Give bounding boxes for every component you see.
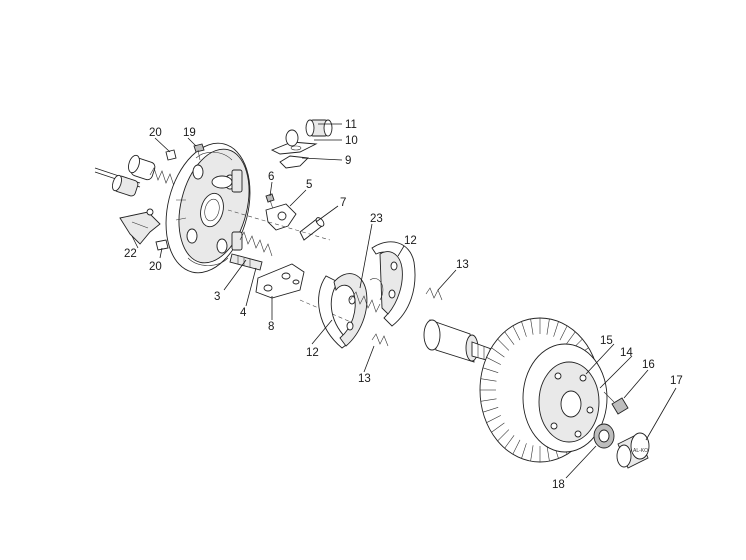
callout-7: 7 (340, 197, 346, 209)
lug-bolt-16 (603, 391, 629, 415)
drum-fin (491, 422, 505, 433)
brake-drum (479, 317, 608, 463)
callout-23: 23 (370, 213, 383, 225)
svg-text:AL-KO: AL-KO (633, 448, 648, 454)
spindle (423, 319, 495, 363)
hold-down-spring-upper (425, 287, 443, 301)
callout-14: 14 (620, 347, 633, 359)
dust-cap-17: AL-KO (616, 432, 650, 469)
callout-12-lower: 12 (306, 347, 319, 359)
cable-bushing (128, 154, 179, 187)
hold-down-spring-lower (371, 333, 389, 347)
drum-fin (497, 338, 510, 351)
drum-fin (521, 321, 527, 337)
assembly-axis-line-2 (299, 299, 361, 327)
callout-19: 19 (183, 127, 196, 139)
callout-12-upper: 12 (404, 235, 417, 247)
drum-fin (512, 325, 521, 341)
backing-plate (165, 142, 251, 274)
drum-fin (559, 325, 568, 341)
drum-fin (553, 321, 559, 337)
callout-20-upper: 20 (149, 127, 162, 139)
callout-18: 18 (552, 479, 565, 491)
drum-fin (482, 367, 499, 373)
leader-lines (131, 123, 677, 479)
bolt-19 (193, 143, 205, 161)
callout-labels: 20 19 11 10 9 6 5 7 23 12 13 22 20 3 4 8… (124, 119, 683, 491)
drum-fin (480, 378, 497, 382)
callout-4: 4 (240, 307, 247, 319)
adjuster-spring (229, 231, 273, 271)
drum-fin (521, 443, 527, 459)
brake-shoe-lower (318, 273, 368, 349)
drum-fin (546, 445, 550, 462)
callout-15: 15 (600, 335, 613, 347)
callout-3: 3 (214, 291, 220, 303)
drum-fin (530, 445, 534, 462)
callout-5: 5 (306, 179, 312, 191)
drum-fin (565, 331, 576, 345)
callout-6: 6 (268, 171, 274, 183)
drum-fin (480, 398, 497, 402)
callout-8: 8 (268, 321, 274, 333)
brake-shoe-upper (371, 241, 416, 327)
bracket-22 (119, 208, 161, 245)
clip-20-upper (165, 149, 177, 161)
callout-16: 16 (642, 359, 655, 371)
drum-fin (486, 415, 501, 423)
castle-nut-18 (593, 423, 615, 449)
callout-13-lower: 13 (358, 373, 371, 385)
drum-fin (504, 331, 515, 345)
drum-fin (546, 318, 550, 335)
callout-11: 11 (345, 119, 357, 131)
clip-20-lower (155, 239, 169, 251)
drum-fin (486, 357, 501, 365)
brake-cable (94, 167, 141, 197)
callout-13-upper: 13 (456, 259, 469, 271)
assembly-axis-line-1 (227, 209, 331, 241)
drum-fin (504, 435, 515, 449)
callout-17: 17 (670, 375, 683, 387)
pin-7 (299, 217, 325, 241)
drum-fin (491, 347, 505, 358)
lever-8 (255, 263, 305, 299)
callout-10: 10 (345, 135, 358, 147)
callout-20-lower: 20 (149, 261, 162, 273)
retainer-9 (279, 155, 309, 169)
callout-22: 22 (124, 248, 137, 260)
callout-9: 9 (345, 155, 351, 167)
spring-23 (349, 278, 384, 313)
drum-fin (530, 318, 534, 335)
drum-fin (512, 439, 521, 455)
drum-fin (497, 429, 510, 442)
lever-5 (265, 203, 297, 231)
drum-fin (482, 407, 499, 413)
